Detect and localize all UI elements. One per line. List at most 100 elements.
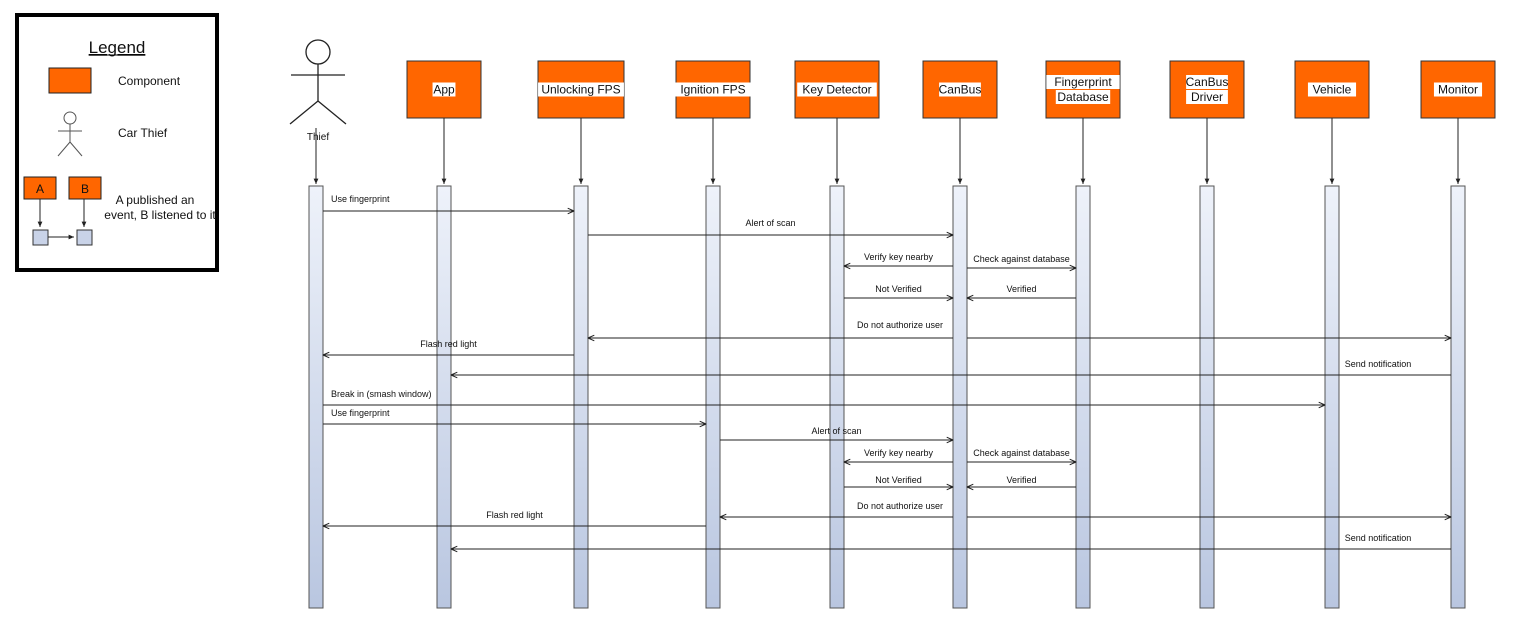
- message-arrow: Use fingerprint: [323, 408, 706, 424]
- activation-bar: [1199, 185, 1215, 609]
- component-label: Fingerprint: [1054, 75, 1112, 89]
- legend-title: Legend: [89, 38, 146, 57]
- component-label-bg: [538, 82, 624, 97]
- message-label: Verified: [1006, 475, 1036, 485]
- activation-bar: [1075, 185, 1091, 609]
- component-label: Ignition FPS: [680, 83, 745, 97]
- lifeline-canbus-driver: [1199, 118, 1215, 609]
- component-label-bg: [1186, 90, 1228, 104]
- activation-bar: [952, 185, 968, 609]
- lifeline-app: [436, 118, 452, 609]
- message-label: Flash red light: [420, 339, 477, 349]
- component-unlocking-fps: Unlocking FPS: [537, 60, 625, 119]
- message-label: Alert of scan: [745, 218, 795, 228]
- activation-bar: [829, 185, 845, 609]
- legend-event-example: A B: [23, 176, 102, 246]
- message-arrow: Not Verified: [844, 284, 953, 298]
- lifeline-canbus: [952, 118, 968, 609]
- message-arrow: Alert of scan: [588, 218, 953, 235]
- component-label-bg: [1186, 75, 1228, 89]
- message-label: Not Verified: [875, 475, 922, 485]
- message-arrow: Verify key nearby: [844, 448, 953, 462]
- message-arrow: Do not authorize user: [588, 320, 1451, 338]
- component-label-bg: [1055, 90, 1111, 104]
- message-arrow: Do not authorize user: [720, 501, 1451, 517]
- legend-event-text-2: event, B listened to it: [104, 208, 216, 222]
- message-arrow: Not Verified: [844, 475, 953, 487]
- component-label-bg: [1046, 75, 1120, 89]
- component-label: CanBus: [939, 83, 982, 97]
- activation-bar: [573, 185, 589, 609]
- legend-event-a: A: [36, 182, 44, 196]
- thief-label: Thief: [307, 132, 329, 143]
- message-arrow: Verify key nearby: [844, 252, 953, 266]
- component-label: CanBus: [1186, 75, 1229, 89]
- lifeline-ignition-fps: [705, 118, 721, 609]
- legend-thief-label: Car Thief: [118, 126, 168, 140]
- message-arrow: Verified: [967, 475, 1076, 487]
- component-label: Driver: [1191, 90, 1223, 104]
- message-label: Break in (smash window): [331, 389, 432, 399]
- lifeline-vehicle: [1324, 118, 1340, 609]
- component-label-bg: [939, 82, 981, 97]
- legend-thief-icon: [57, 111, 83, 157]
- lifeline-thief: [308, 128, 324, 609]
- legend-component-label: Component: [118, 74, 181, 88]
- message-label: Use fingerprint: [331, 194, 390, 204]
- lifeline-fingerprint-database: [1075, 118, 1091, 609]
- message-label: Do not authorize user: [857, 320, 943, 330]
- legend-component-swatch: [48, 67, 92, 94]
- message-arrow: Break in (smash window): [323, 389, 1325, 405]
- message-label: Check against database: [973, 448, 1070, 458]
- message-label: Verified: [1006, 284, 1036, 294]
- component-vehicle: Vehicle: [1294, 60, 1370, 119]
- thief-actor-icon: [289, 39, 347, 125]
- message-label: Check against database: [973, 254, 1070, 264]
- component-label-bg: [1307, 82, 1357, 97]
- legend-event-text-1: A published an: [116, 193, 195, 207]
- message-label: Not Verified: [875, 284, 922, 294]
- component-label: Database: [1057, 90, 1109, 104]
- message-arrow: Check against database: [967, 448, 1076, 462]
- activation-bar: [308, 185, 324, 609]
- component-canbus: CanBus: [922, 60, 998, 119]
- activation-bar: [1324, 185, 1340, 609]
- message-arrow: Verified: [967, 284, 1076, 298]
- activation-bar: [1450, 185, 1466, 609]
- message-label: Flash red light: [486, 510, 543, 520]
- lifeline-unlocking-fps: [573, 118, 589, 609]
- message-arrow: Flash red light: [323, 339, 574, 355]
- component-app: App: [406, 60, 482, 119]
- component-label-bg: [673, 82, 753, 97]
- message-label: Use fingerprint: [331, 408, 390, 418]
- component-monitor: Monitor: [1420, 60, 1496, 119]
- message-arrow: Alert of scan: [720, 426, 953, 440]
- message-label: Send notification: [1345, 533, 1412, 543]
- message-arrow: Check against database: [967, 254, 1076, 268]
- component-label: Key Detector: [802, 83, 871, 97]
- legend-box: [15, 13, 219, 272]
- message-arrow: Flash red light: [323, 510, 706, 526]
- activation-bar: [705, 185, 721, 609]
- legend: Legend Component Car Thief A B A publish…: [15, 13, 219, 272]
- message-label: Do not authorize user: [857, 501, 943, 511]
- lifeline-key-detector: [829, 118, 845, 609]
- component-label-bg: [432, 82, 456, 97]
- component-key-detector: Key Detector: [794, 60, 880, 119]
- message-label: Alert of scan: [811, 426, 861, 436]
- message-label: Send notification: [1345, 359, 1412, 369]
- message-label: Verify key nearby: [864, 448, 934, 458]
- component-ignition-fps: Ignition FPS: [673, 60, 753, 119]
- message-label: Verify key nearby: [864, 252, 934, 262]
- component-label-bg: [797, 82, 877, 97]
- component-label: Vehicle: [1313, 83, 1352, 97]
- message-arrow: Send notification: [451, 533, 1451, 549]
- legend-event-b: B: [81, 182, 89, 196]
- message-arrow: Use fingerprint: [323, 194, 574, 211]
- component-label: Unlocking FPS: [541, 83, 620, 97]
- lifeline-monitor: [1450, 118, 1466, 609]
- component-label: Monitor: [1438, 83, 1478, 97]
